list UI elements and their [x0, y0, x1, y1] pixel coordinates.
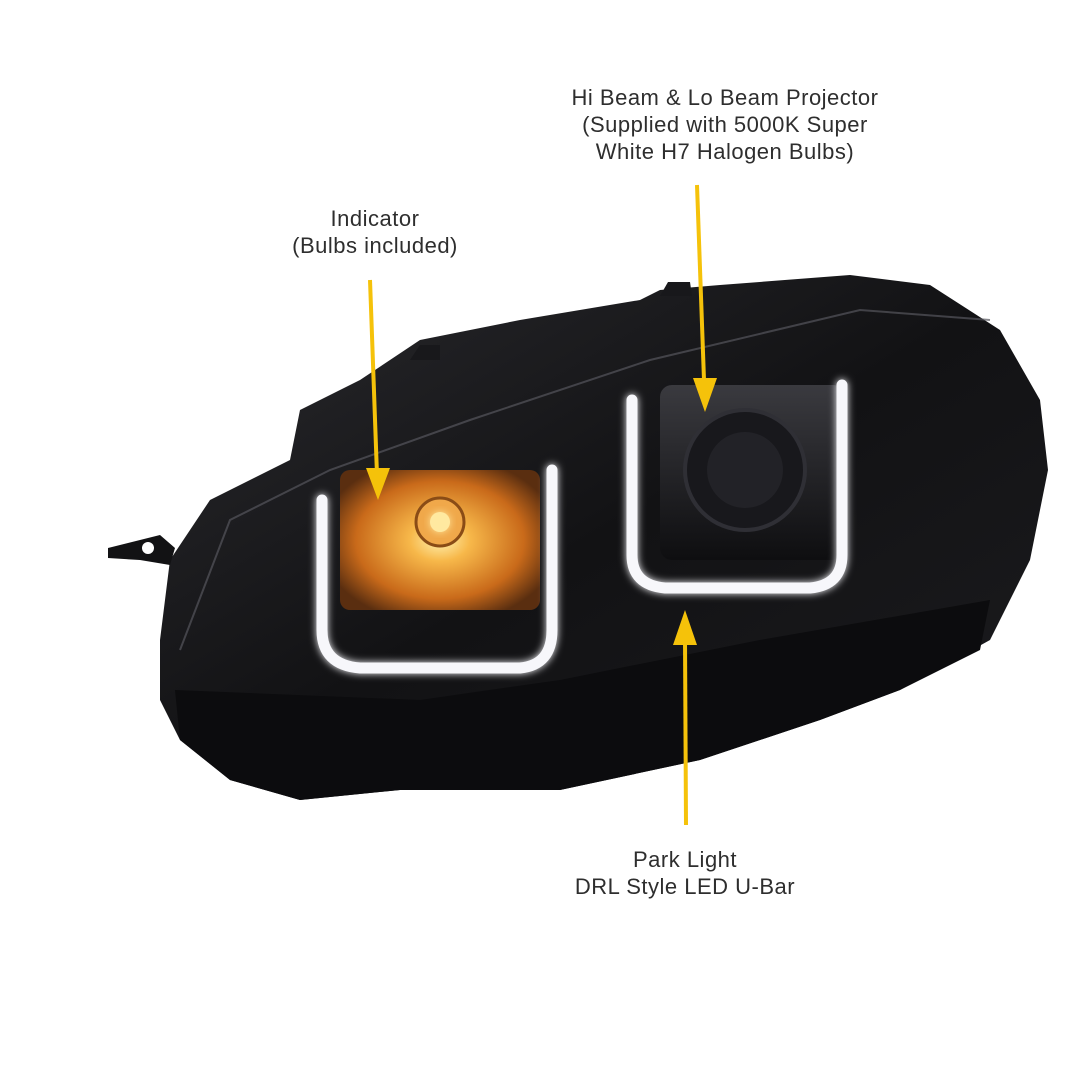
- callout-park-light-line-2: DRL Style LED U-Bar: [574, 874, 796, 899]
- callout-projector-line-3: White H7 Halogen Bulbs): [595, 139, 855, 164]
- callout-park-light-line-1: Park Light: [632, 847, 738, 872]
- drl-u-bar-right: [626, 379, 848, 594]
- callout-indicator: Indicator (Bulbs included): [260, 205, 490, 259]
- arrow-projector: [693, 184, 717, 412]
- callout-indicator-line-1: Indicator: [330, 206, 420, 231]
- arrow-park-light: [673, 610, 697, 826]
- callout-park-light: Park Light DRL Style LED U-Bar: [540, 846, 830, 900]
- arrow-indicator: [366, 279, 390, 500]
- callout-projector-line-1: Hi Beam & Lo Beam Projector: [571, 85, 879, 110]
- callout-indicator-line-2: (Bulbs included): [292, 233, 458, 258]
- indicator-lamp: [340, 470, 540, 610]
- callout-projector: Hi Beam & Lo Beam Projector (Supplied wi…: [530, 84, 920, 165]
- callout-projector-line-2: (Supplied with 5000K Super: [582, 112, 868, 137]
- projector-lamp: [660, 385, 845, 560]
- headlight-housing: [108, 275, 1048, 800]
- drl-u-bar-left: [316, 464, 558, 674]
